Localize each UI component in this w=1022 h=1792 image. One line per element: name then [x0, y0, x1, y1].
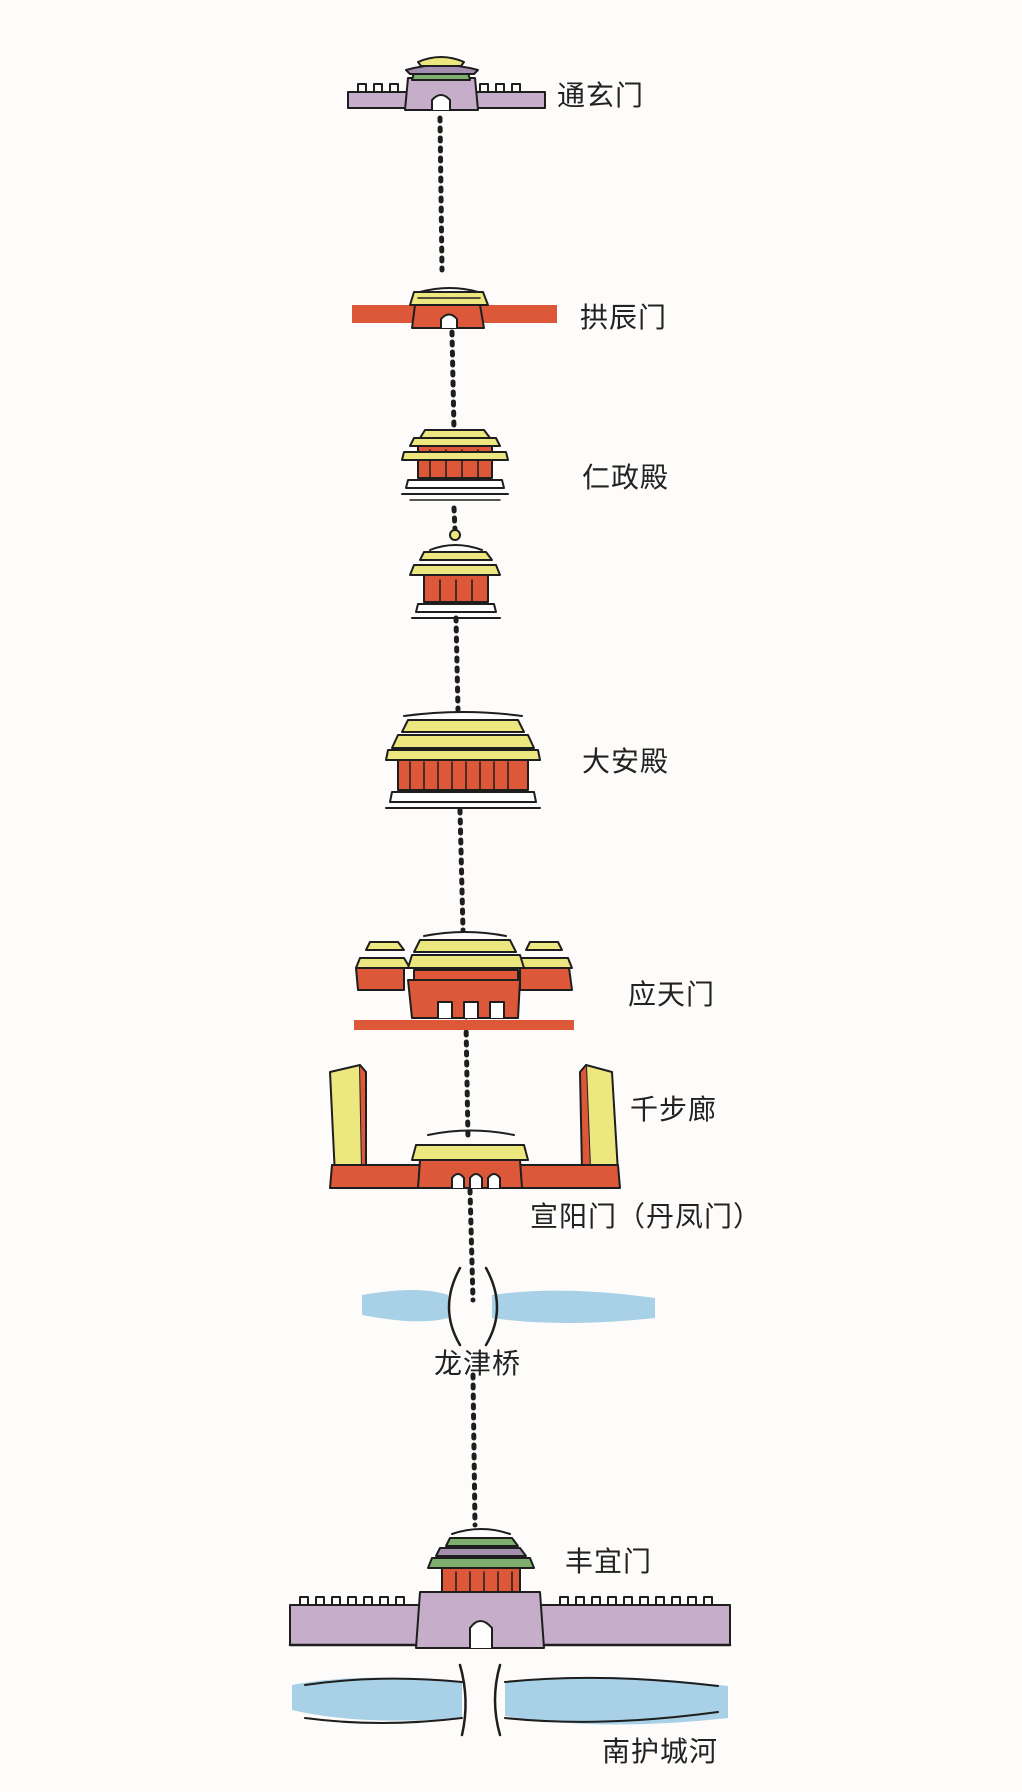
longjin-bridge — [362, 1266, 655, 1347]
label-xuanyang-gate: 宣阳门（丹凤门） — [530, 1200, 763, 1233]
daan-hall — [385, 711, 541, 809]
xuanyang-gate — [411, 1129, 529, 1189]
south-moat — [292, 1663, 728, 1737]
renzheng-hall — [401, 429, 509, 501]
label-daan-hall: 大安殿 — [582, 745, 670, 778]
rear-pavilion — [409, 529, 501, 619]
yingtian-gate — [354, 931, 574, 1030]
label-fengyi-gate: 丰宜门 — [565, 1545, 653, 1578]
qianbu-corridor — [329, 1064, 621, 1189]
label-south-moat: 南护城河 — [602, 1735, 719, 1768]
central-axis-path — [437, 115, 478, 1528]
label-qianbu-corridor: 千步廊 — [630, 1093, 718, 1126]
label-gongchen-gate: 拱辰门 — [580, 301, 668, 334]
label-longjin-bridge: 龙津桥 — [434, 1347, 522, 1380]
gongchen-gate — [352, 287, 557, 329]
label-renzheng-hall: 仁政殿 — [582, 461, 670, 494]
label-yingtian-gate: 应天门 — [628, 978, 716, 1011]
fengyi-gate — [288, 1528, 732, 1649]
tongxuan-gate — [347, 56, 546, 111]
label-tongxuan-gate: 通玄门 — [557, 79, 645, 112]
